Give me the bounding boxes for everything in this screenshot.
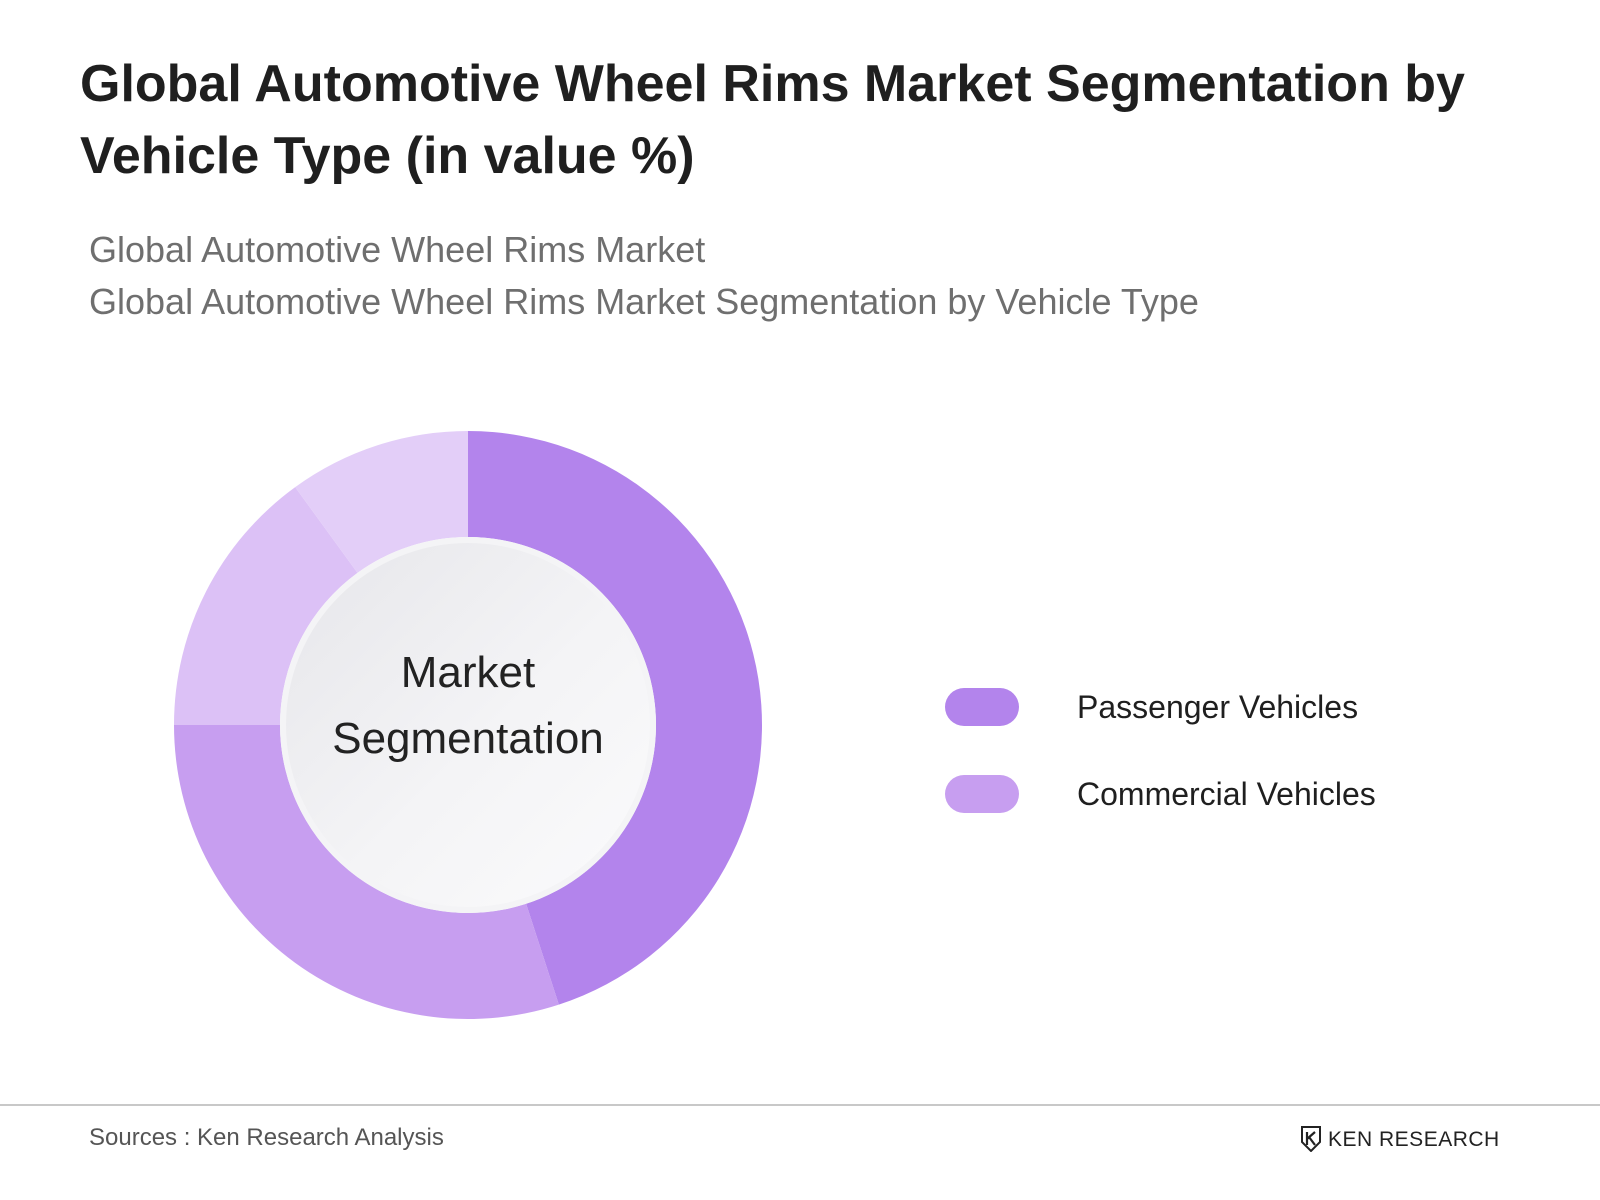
legend-swatch-passenger-vehicles — [945, 688, 1019, 726]
legend-item-passenger-vehicles[interactable]: Passenger Vehicles — [945, 685, 1465, 729]
donut-center-label: Market Segmentation — [283, 640, 653, 772]
legend-label-commercial-vehicles: Commercial Vehicles — [1077, 776, 1376, 812]
footer-divider — [0, 1104, 1600, 1106]
source-note: Sources : Ken Research Analysis — [89, 1124, 444, 1151]
donut-slices — [174, 431, 762, 1019]
donut-slice-segment-3[interactable] — [174, 487, 358, 725]
legend-swatch-commercial-vehicles — [945, 775, 1019, 813]
center-label-line-1: Market — [400, 648, 536, 697]
chart-title: Global Automotive Wheel Rims Market Segm… — [80, 55, 1465, 185]
legend-label-passenger-vehicles: Passenger Vehicles — [1077, 689, 1359, 725]
chart-subtitle-segmentation: Global Automotive Wheel Rims Market Segm… — [89, 281, 1199, 322]
center-label-line-2: Segmentation — [332, 714, 604, 763]
brand-name: KEN RESEARCH — [1328, 1128, 1500, 1151]
ken-research-logo-icon — [1301, 1126, 1321, 1152]
legend-item-commercial-vehicles[interactable]: Commercial Vehicles — [945, 772, 1465, 816]
chart-subtitle-market: Global Automotive Wheel Rims Market — [89, 229, 706, 270]
donut-center-disc — [286, 543, 650, 907]
donut-slice-passenger-vehicles[interactable] — [468, 431, 762, 1005]
donut-slice-segment-4[interactable] — [295, 431, 468, 573]
donut-slice-commercial-vehicles[interactable] — [174, 725, 559, 1019]
